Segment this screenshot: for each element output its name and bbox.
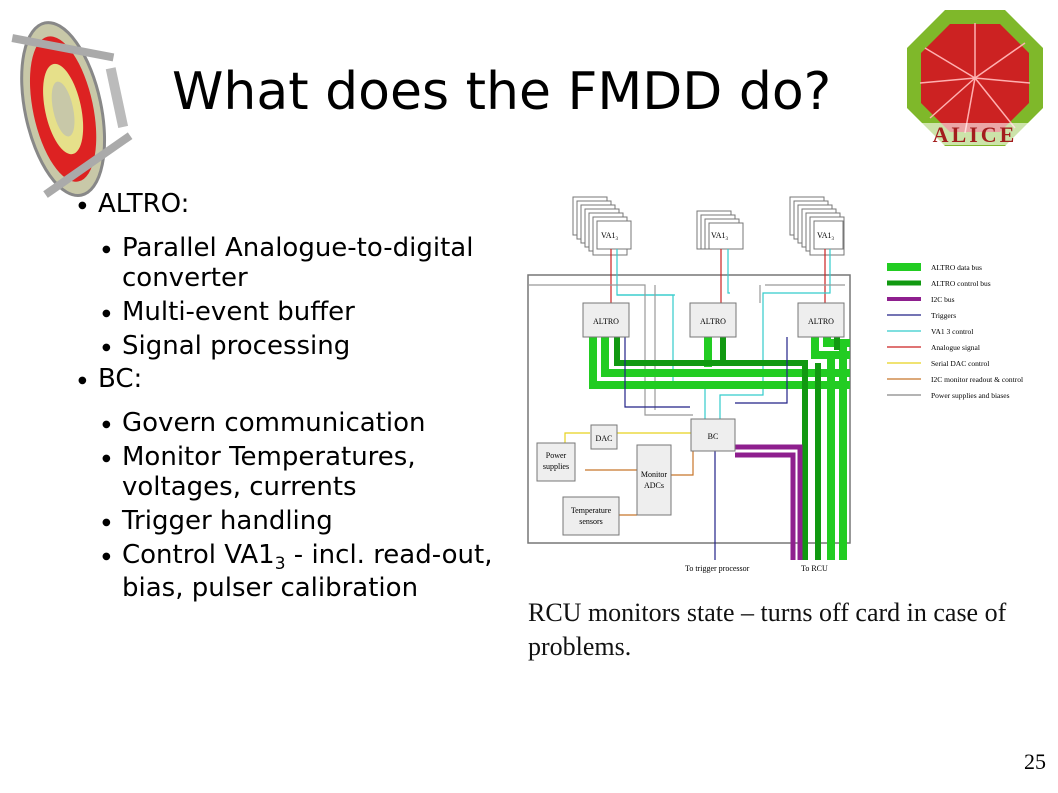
control-prefix: Control VA1 <box>122 539 275 570</box>
trigger-lines <box>624 337 788 560</box>
bullet-bc: BC: <box>74 365 514 395</box>
fmd-detector-logo <box>11 21 133 198</box>
page-title: What does the FMDD do? <box>172 62 832 122</box>
monitor-label-2: ADCs <box>644 481 664 490</box>
power-lines <box>528 284 845 416</box>
bullet-altro: ALTRO: <box>74 189 514 220</box>
legend-label: Power supplies and biases <box>931 391 1010 400</box>
page-number: 25 <box>1024 749 1046 774</box>
legend-label: Serial DAC control <box>931 359 989 368</box>
bc-label: BC <box>708 432 719 441</box>
alice-logo: ALICE <box>907 10 1043 147</box>
dac-box <box>590 424 618 450</box>
to-trigger-label: To trigger processor <box>685 564 750 573</box>
bullet-bc-item-1: Govern communication <box>74 408 514 439</box>
bullet-bc-item-4: Control VA13 - incl. read-out, bias, pul… <box>74 539 514 604</box>
legend-label: ALTRO data bus <box>931 263 982 272</box>
altro-box-2 <box>689 302 737 338</box>
legend-label: VA1 3 control <box>931 327 973 336</box>
altro-label-3: ALTRO <box>808 317 834 326</box>
bc-box <box>690 418 736 452</box>
legend-label: Triggers <box>931 311 956 320</box>
bullet-bc-item-3: Trigger handling <box>74 506 514 537</box>
power-label-2: supplies <box>543 462 569 471</box>
va1-stack-3 <box>789 196 845 256</box>
bullet-altro-item-1: Parallel Analogue-to-digital converter <box>74 233 514 294</box>
bullet-bc-item-2: Monitor Temperatures, voltages, currents <box>74 442 514 503</box>
temp-label-1: Temperature <box>571 506 612 515</box>
altro-data-bus <box>589 337 850 560</box>
bullet-altro-item-2: Multi-event buffer <box>74 297 514 328</box>
va1-stack-1 <box>572 196 632 256</box>
va1-stack-2 <box>696 210 744 250</box>
legend-label: I2C bus <box>931 295 955 304</box>
altro-label-1: ALTRO <box>593 317 619 326</box>
temp-label-2: sensors <box>579 517 603 526</box>
altro-box-3 <box>797 302 845 338</box>
legend-label: Analogue signal <box>931 343 980 352</box>
altro-box-1 <box>582 302 630 338</box>
va1-label-3: VA13 <box>817 231 835 242</box>
altro-control-bus <box>614 337 840 560</box>
va1-control-lines <box>616 249 831 419</box>
i2c-bus <box>735 444 803 560</box>
monitor-box <box>636 444 672 516</box>
temp-box <box>562 496 620 536</box>
fmdd-block-diagram: VA13 VA13 VA13 <box>527 196 1023 573</box>
power-label-1: Power <box>546 451 567 460</box>
control-subscript: 3 <box>274 553 286 574</box>
control-suffix: - incl. read-out, bias, pulser calibrati… <box>122 539 493 604</box>
va1-label-1: VA13 <box>601 231 619 242</box>
bullet-altro-item-3: Signal processing <box>74 331 514 362</box>
va1-label-2: VA13 <box>711 231 729 242</box>
power-box <box>536 442 576 482</box>
bullet-list: ALTRO: Parallel Analogue-to-digital conv… <box>74 189 514 608</box>
legend-label: I2C monitor readout & control <box>931 375 1023 384</box>
caption: RCU monitors state – turns off card in c… <box>528 598 1007 661</box>
dac-control-lines <box>564 432 693 443</box>
dac-label: DAC <box>596 434 613 443</box>
alice-logo-text: ALICE <box>933 122 1018 147</box>
analogue-lines <box>610 249 826 303</box>
monitor-label-1: Monitor <box>641 470 668 479</box>
legend-label: ALTRO control bus <box>931 279 991 288</box>
altro-label-2: ALTRO <box>700 317 726 326</box>
to-rcu-label: To RCU <box>801 564 828 573</box>
